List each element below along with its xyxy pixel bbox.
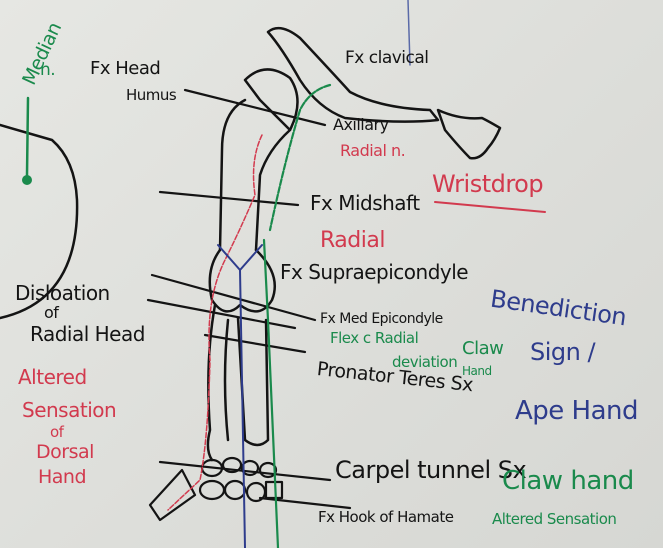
fracture-lines [146,88,352,510]
label-dorsal: Dorsal [36,441,94,463]
thumb [148,468,197,522]
label-sign: Sign / [530,338,596,366]
label-carpal-tunnel: Carpel tunnel Sx [335,456,527,484]
label-of: of [44,303,59,322]
axillary-nerve [268,83,332,232]
clavicle [266,26,440,123]
median-nerve-dot [22,175,32,185]
label-fx-med-epicondyle: Fx Med Epicondyle [320,311,443,327]
label-fx-clavical: Fx clavical [345,48,429,68]
label-radial: Radial [320,228,385,253]
label-hand: Hand [38,466,87,488]
label-axillary: Axillary [333,115,389,134]
label-fx-head: Fx Head [90,58,161,79]
label-radial-head: Radial Head [30,322,145,346]
label-disloation: Disloation [15,281,110,305]
radius [206,303,217,462]
label-claw-hand: Claw hand [502,466,634,496]
scapula-acromion [436,108,502,160]
label-fx-supraepicondyle: Fx Supraepicondyle [280,260,469,284]
median-nerve-line [25,96,30,177]
label-of-2: of [50,423,64,441]
radial-nerve [167,134,263,511]
label-radial-n: Radial n. [340,141,406,160]
humerus [218,98,292,252]
wristdrop-underline [434,201,546,213]
label-hand-small: Hand [462,364,492,378]
label-deviation: deviation [392,353,458,371]
median-nerve [217,244,263,548]
label-ape-hand: Ape Hand [515,396,639,426]
head-outline [0,123,79,320]
label-altered: Altered [18,365,87,389]
ulna [236,316,270,447]
humerus-head [243,68,299,132]
label-humerus: Humus [126,86,177,104]
label-fx-midshaft: Fx Midshaft [310,191,420,215]
label-median-n: n. [40,60,56,80]
label-altered-sensation: Altered Sensation [492,510,617,528]
forearm-inner [223,318,230,442]
label-claw: Claw [462,338,504,359]
label-wristdrop: Wristdrop [432,170,544,198]
blue-line-top [407,0,411,66]
label-sensation: Sensation [22,398,117,422]
carpal-bones [198,456,284,503]
label-fx-hook-of-hamate: Fx Hook of Hamate [318,508,454,526]
label-flex-radial: Flex c Radial [330,329,419,347]
ulnar-nerve [262,238,280,548]
